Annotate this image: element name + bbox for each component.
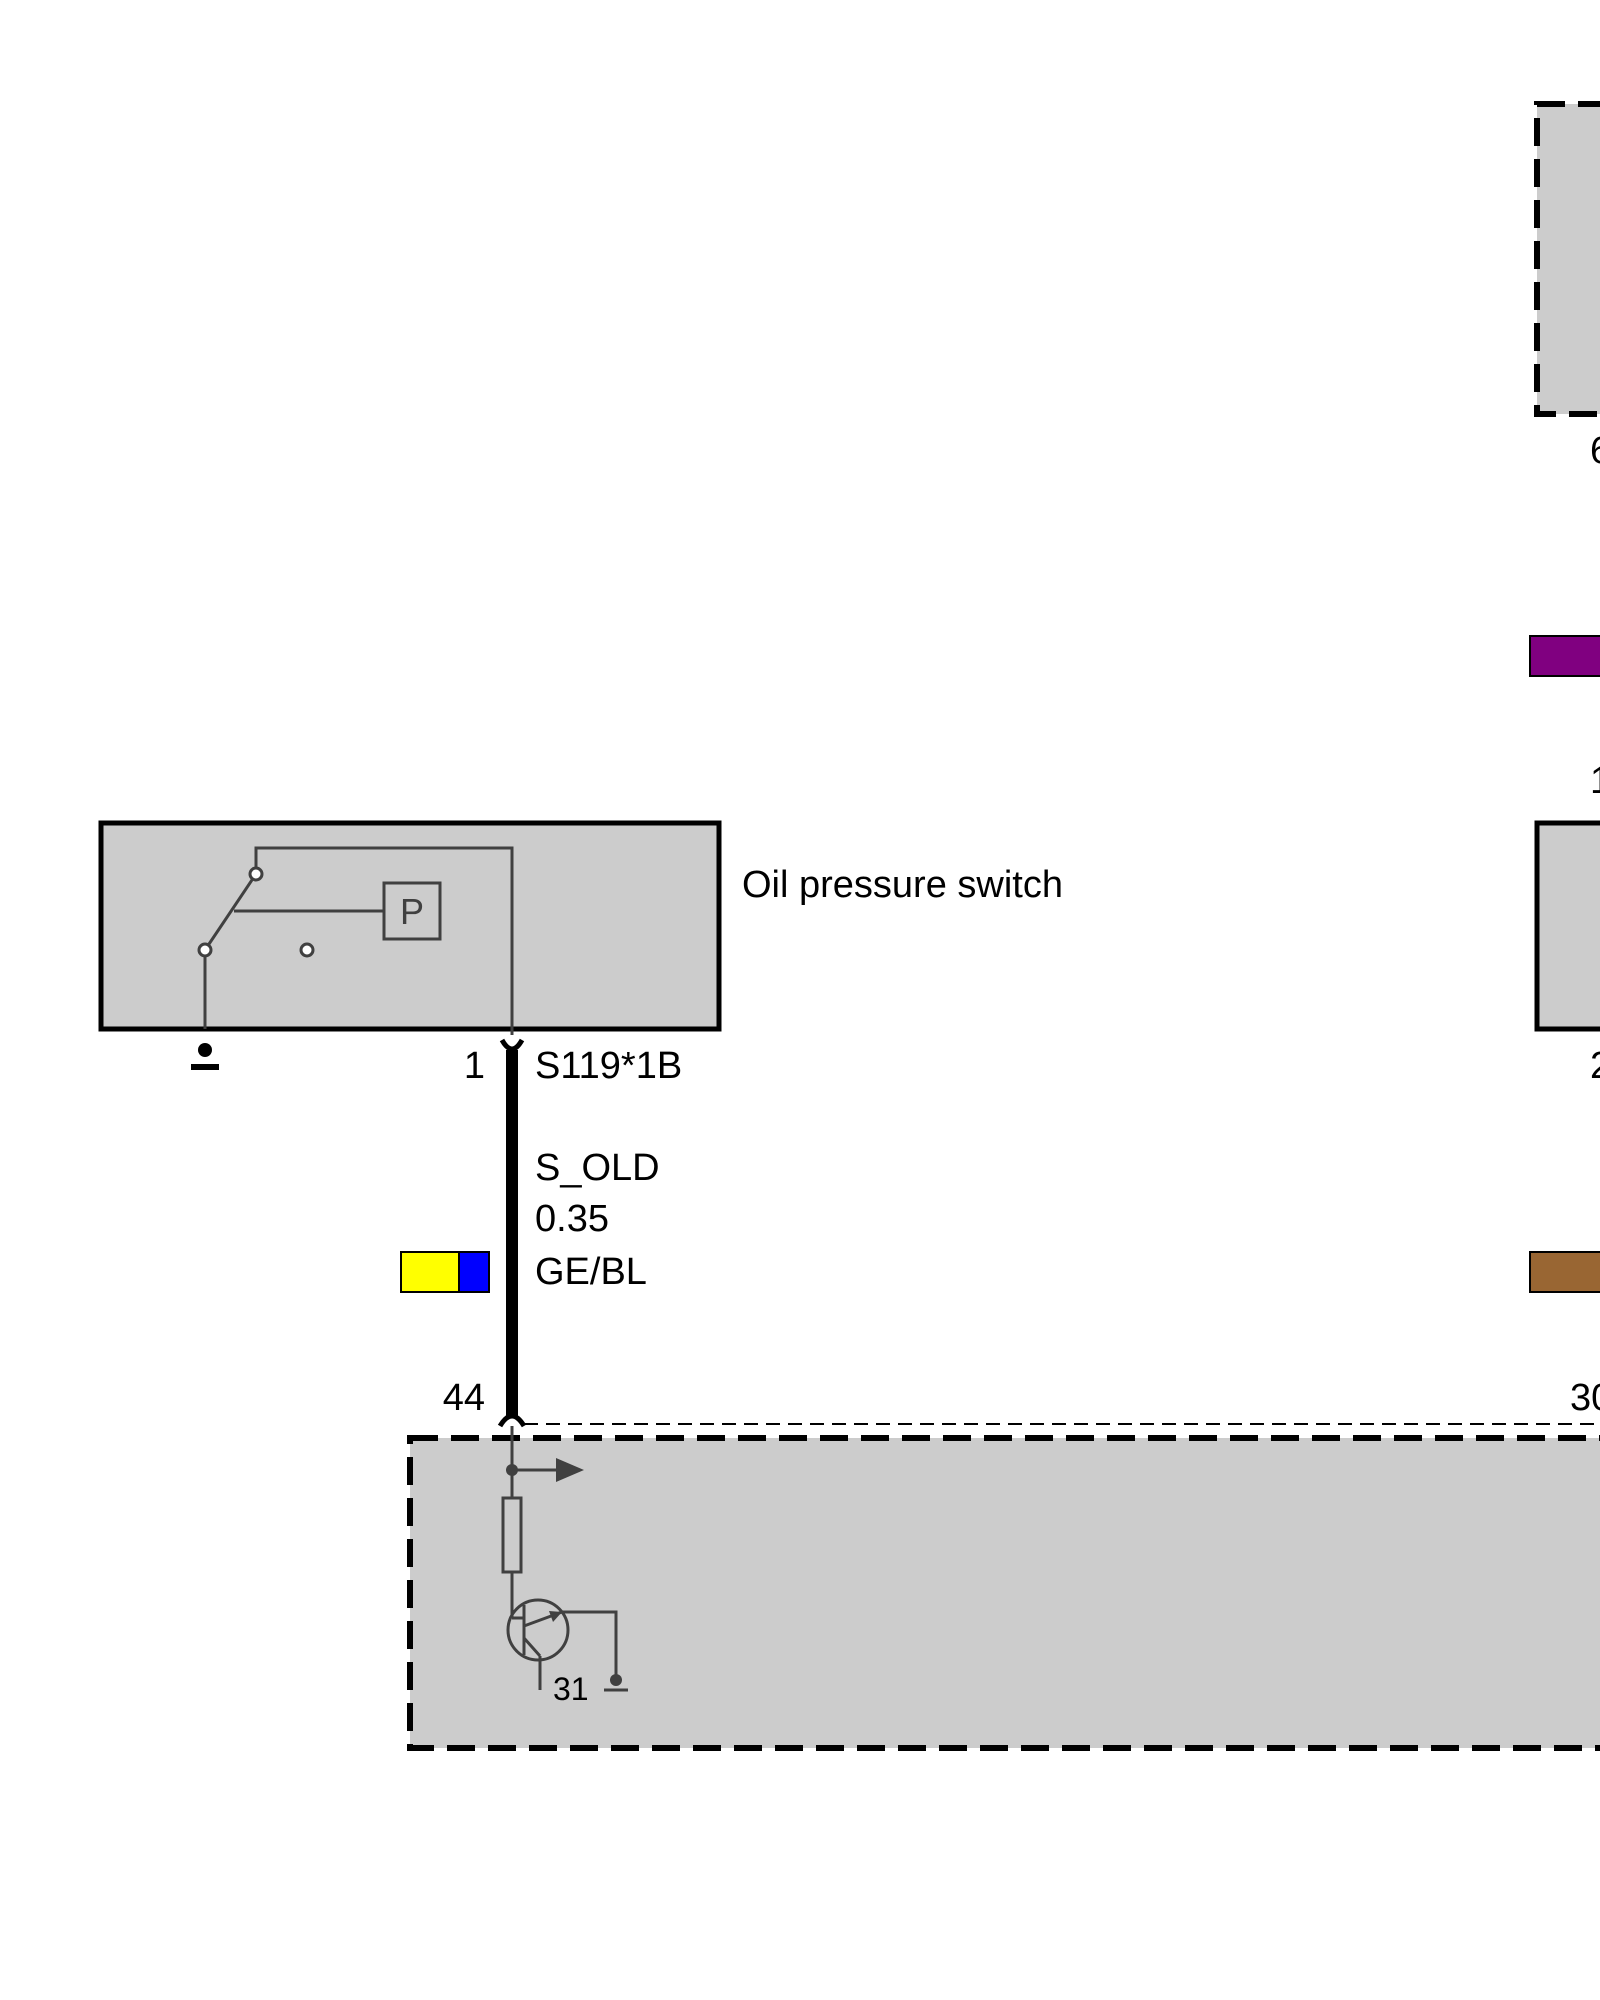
top-right-wire-color-chip: [1529, 635, 1600, 677]
bottom-right-wire-color-chip: [1529, 1251, 1600, 1293]
switch-connector-id: S119*1B: [535, 1045, 682, 1087]
wire-color-chip: [400, 1251, 490, 1293]
switch-pin-number: 1: [464, 1045, 485, 1087]
top-right-unit-box: [1534, 101, 1600, 417]
connector-cup-top: [499, 1038, 525, 1052]
top-right-unit-pin: 6: [1590, 430, 1600, 472]
internal-ground-icon: [610, 1674, 622, 1686]
wire-color-code: GE/BL: [535, 1251, 647, 1293]
wire-cross-section: 0.35: [535, 1198, 609, 1240]
ground-icon: [191, 1043, 219, 1070]
signal-tap-node: [506, 1464, 518, 1476]
pressure-switch-symbol: [197, 846, 514, 1035]
pressure-symbol-letter: P: [400, 891, 424, 932]
transistor-emitter-arrow-icon: [549, 1611, 562, 1622]
right-switch-box: [1534, 820, 1600, 1032]
control-unit-pin-left: 44: [443, 1377, 485, 1419]
control-unit-pin-right: 30: [1570, 1377, 1600, 1419]
wire-signal-name: S_OLD: [535, 1147, 660, 1189]
connector-cup-bottom: [497, 1413, 527, 1428]
right-switch-pin-bottom: 2: [1590, 1045, 1600, 1087]
right-switch-pin-top: 1: [1590, 760, 1600, 802]
control-unit-box: [407, 1435, 1600, 1751]
ground-terminal-label: 31: [553, 1671, 589, 1707]
oil-pressure-switch-label: Oil pressure switch: [742, 864, 1063, 906]
signal-tap-arrow-icon: [556, 1458, 584, 1482]
